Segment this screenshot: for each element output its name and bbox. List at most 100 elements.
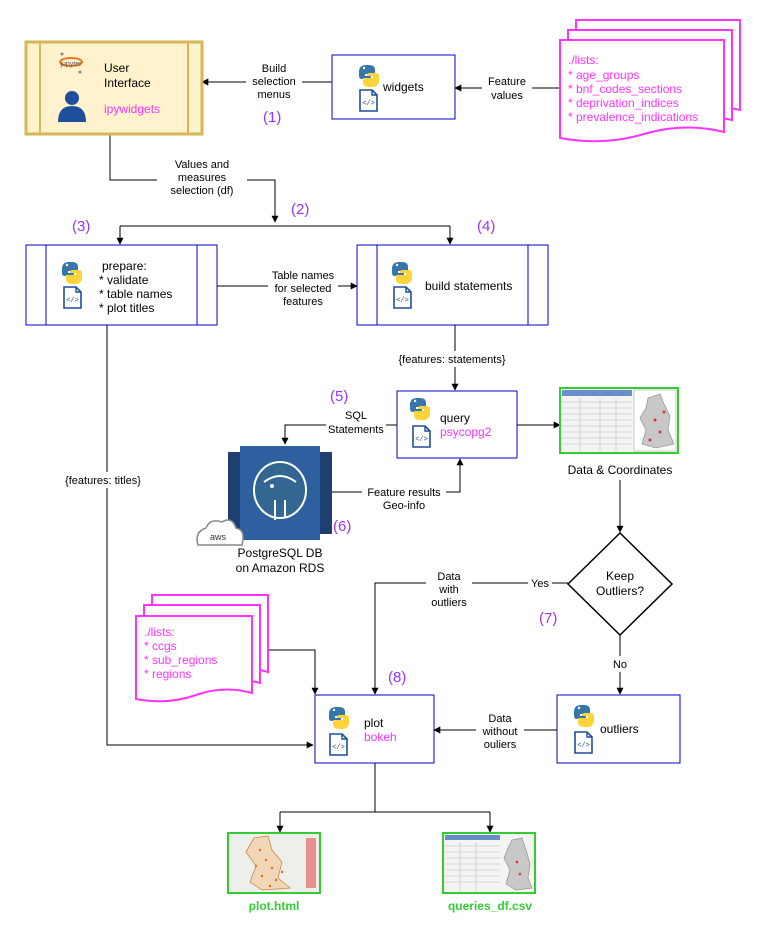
code-file-icon xyxy=(393,286,412,309)
plot-html-output: plot.html xyxy=(227,832,321,913)
svg-text:* validate: * validate xyxy=(99,273,149,287)
edge-decision-yes xyxy=(371,582,568,695)
svg-text:* regions: * regions xyxy=(144,667,191,681)
svg-text:* prevalence_indications: * prevalence_indications xyxy=(568,110,698,124)
svg-text:for selected: for selected xyxy=(275,283,332,295)
user-icon xyxy=(58,91,86,122)
step-8: (8) xyxy=(388,669,406,686)
svg-text:on Amazon RDS: on Amazon RDS xyxy=(236,561,325,575)
label-values-measures: Values and measures selection (df) xyxy=(157,156,247,198)
svg-text:Data: Data xyxy=(437,571,461,583)
svg-text:Values and: Values and xyxy=(175,159,229,171)
code-file-icon xyxy=(412,425,431,448)
svg-text:No: No xyxy=(613,659,627,671)
step-6: (6) xyxy=(333,518,351,535)
step-2: (2) xyxy=(291,201,309,218)
svg-text:plot: plot xyxy=(364,716,384,730)
svg-text:menus: menus xyxy=(257,89,291,101)
svg-text:values: values xyxy=(491,90,523,102)
label-features-statements: {features: statements} xyxy=(392,351,512,367)
postgresql-db-node: aws PostgreSQL DB on Amazon RDS xyxy=(196,446,332,575)
outliers-node: outliers xyxy=(556,694,681,764)
svg-text:queries_df.csv: queries_df.csv xyxy=(448,899,532,913)
label-feature-results: Feature results Geo-info xyxy=(362,484,446,512)
label-build-menus: Build selection menus xyxy=(246,60,302,102)
user-interface-node: jupyter User Interface ipywidgets xyxy=(24,40,204,136)
svg-text:Statements: Statements xyxy=(328,424,384,436)
svg-text:* ccgs: * ccgs xyxy=(144,639,177,653)
edge-regions-to-plot xyxy=(255,649,319,695)
svg-text:SQL: SQL xyxy=(345,410,367,422)
widgets-node: widgets xyxy=(331,54,456,120)
svg-text:features: features xyxy=(283,296,323,308)
map-thumbnail-icon xyxy=(633,389,677,452)
svg-text:* bnf_codes_sections: * bnf_codes_sections xyxy=(568,82,682,96)
postgresql-icon xyxy=(253,461,307,520)
label-feature-values: Feature values xyxy=(482,74,532,104)
svg-text:prepare:: prepare: xyxy=(102,259,147,273)
svg-text:./lists:: ./lists: xyxy=(568,53,599,67)
svg-text:Geo-info: Geo-info xyxy=(383,500,425,512)
label-table-names: Table names for selected features xyxy=(268,268,338,310)
svg-text:aws: aws xyxy=(210,532,227,542)
code-file-icon xyxy=(359,89,378,112)
svg-text:build statements: build statements xyxy=(425,279,512,293)
step-5: (5) xyxy=(330,388,348,405)
svg-text:Outliers?: Outliers? xyxy=(596,584,644,598)
aws-cloud-icon: aws xyxy=(196,519,244,546)
code-file-icon xyxy=(574,731,593,754)
data-coordinates-node: Data & Coordinates xyxy=(559,387,679,477)
svg-text:outliers: outliers xyxy=(600,722,639,736)
svg-text:measures: measures xyxy=(178,172,227,184)
widgets-label: widgets xyxy=(382,80,424,94)
svg-text:* plot titles: * plot titles xyxy=(99,301,154,315)
edge-prepare-to-plot xyxy=(106,325,314,749)
svg-text:selection (df): selection (df) xyxy=(171,185,234,197)
svg-text:./lists:: ./lists: xyxy=(144,625,175,639)
svg-text:jupyter: jupyter xyxy=(59,61,82,68)
step-7: (7) xyxy=(539,610,557,627)
label-sql-statements: SQL Statements xyxy=(326,408,386,438)
ui-title: User xyxy=(104,61,129,75)
ui-title-2: Interface xyxy=(104,76,151,90)
label-features-titles: {features: titles} xyxy=(52,472,154,488)
code-file-icon xyxy=(63,286,82,309)
build-statements-node: build statements xyxy=(356,244,549,326)
svg-text:Data: Data xyxy=(488,713,512,725)
region-lists-doc: ./lists: * ccgs * sub_regions * regions xyxy=(135,594,269,703)
svg-text:ouliers: ouliers xyxy=(484,739,517,751)
label-no: No xyxy=(608,656,632,672)
edge-plot-to-outputs xyxy=(276,763,494,833)
svg-text:{features: titles}: {features: titles} xyxy=(65,475,141,487)
svg-text:* deprivation_indices: * deprivation_indices xyxy=(568,96,679,110)
svg-text:{features: statements}: {features: statements} xyxy=(398,354,505,366)
svg-text:* table names: * table names xyxy=(99,287,172,301)
label-data-without: Data without ouliers xyxy=(476,710,524,752)
svg-text:Data & Coordinates: Data & Coordinates xyxy=(568,463,673,477)
svg-text:with: with xyxy=(438,584,459,596)
ui-lib: ipywidgets xyxy=(104,102,160,116)
query-node: query psycopg2 xyxy=(396,390,518,459)
svg-text:bokeh: bokeh xyxy=(364,730,397,744)
keep-outliers-decision: Keep Outliers? xyxy=(566,531,674,637)
label-data-with-outliers: Data with outliers xyxy=(426,568,472,610)
label-yes: Yes xyxy=(528,575,552,591)
plot-node: plot bokeh xyxy=(314,694,435,764)
svg-text:plot.html: plot.html xyxy=(249,899,300,913)
step-1: (1) xyxy=(263,109,281,126)
svg-text:query: query xyxy=(440,411,470,425)
queries-csv-output: queries_df.csv xyxy=(442,832,536,913)
svg-text:Build: Build xyxy=(262,63,286,75)
svg-text:Feature: Feature xyxy=(488,76,526,88)
svg-text:PostgreSQL DB: PostgreSQL DB xyxy=(238,546,323,560)
svg-text:outliers: outliers xyxy=(431,597,467,609)
prepare-node: prepare: * validate * table names * plot… xyxy=(25,244,218,326)
svg-text:Feature results: Feature results xyxy=(367,487,441,499)
svg-text:without: without xyxy=(482,726,518,738)
svg-text:selection: selection xyxy=(252,76,295,88)
svg-text:* age_groups: * age_groups xyxy=(568,68,639,82)
svg-text:Keep: Keep xyxy=(606,569,634,583)
code-file-icon xyxy=(329,733,348,756)
edge-split-branches xyxy=(116,225,454,245)
feature-lists-doc: ./lists: * age_groups * bnf_codes_sectio… xyxy=(559,19,741,143)
